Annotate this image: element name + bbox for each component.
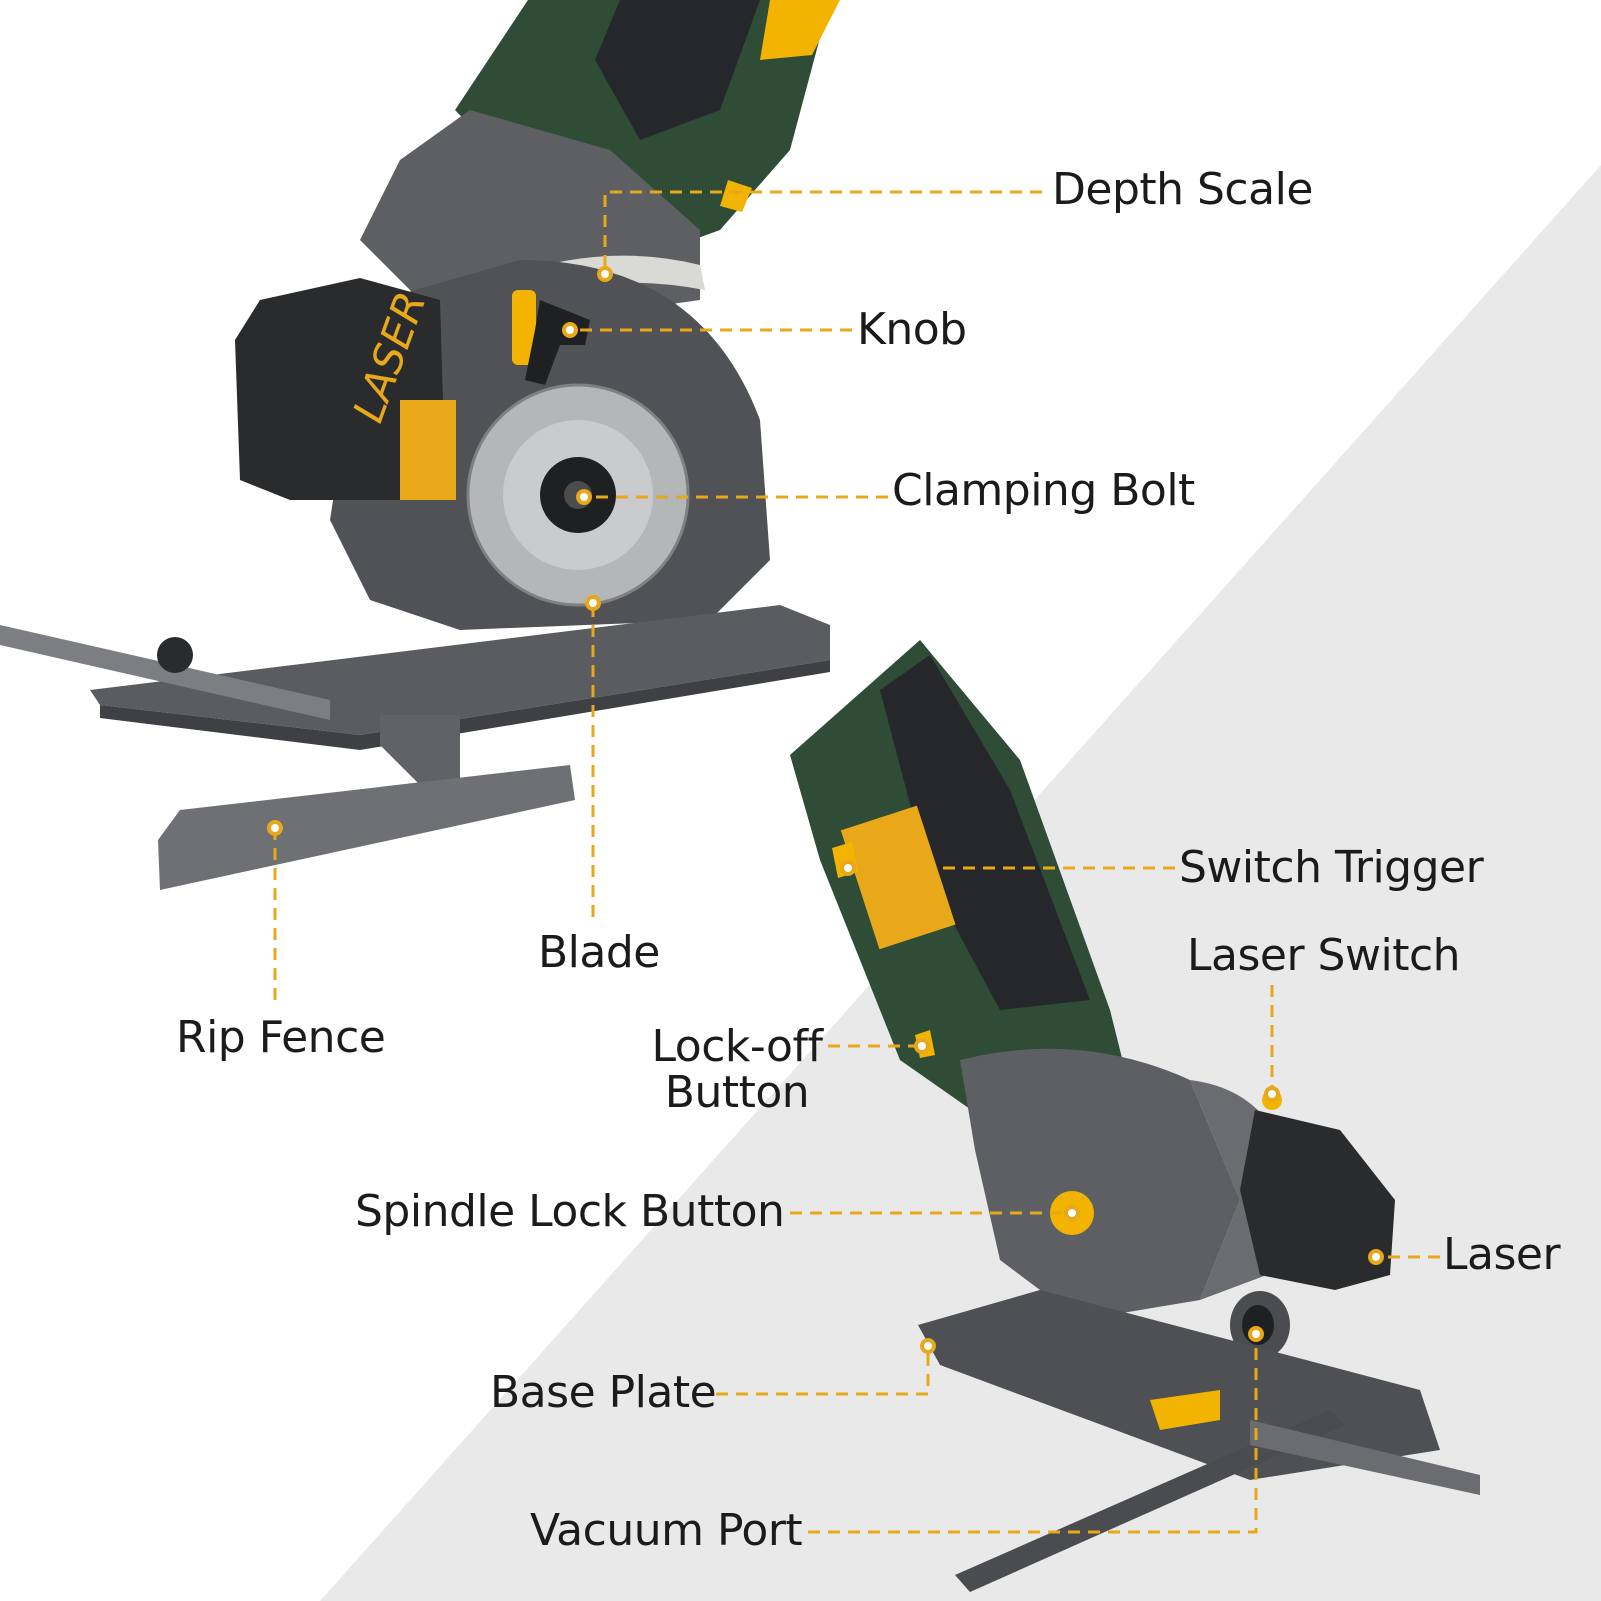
leader-lines — [273, 190, 1440, 1534]
dot-laser — [1368, 1249, 1384, 1265]
top-saw-fence-knob — [157, 637, 193, 673]
dot-lock-off-button — [914, 1038, 930, 1054]
dot-rip-fence — [267, 820, 283, 836]
label-rip-fence: Rip Fence — [176, 1012, 386, 1063]
top-saw-knob — [525, 300, 590, 385]
label-knob: Knob — [857, 304, 967, 355]
top-saw-illustration: LASER — [0, 0, 840, 890]
top-saw-base-plate-edge — [100, 660, 830, 750]
top-saw-handle-accent — [760, 0, 840, 60]
bottom-saw-illustration — [790, 640, 1480, 1592]
bottom-saw-fence-ruler — [955, 1410, 1345, 1592]
dot-base-plate — [920, 1338, 936, 1354]
bottom-saw-grip — [880, 655, 1090, 1010]
dot-knob — [562, 322, 578, 338]
top-saw-grip — [595, 0, 760, 140]
dot-depth-scale — [597, 266, 613, 282]
label-blade: Blade — [538, 927, 660, 978]
bottom-saw-gearbox — [960, 1048, 1240, 1320]
bottom-saw-base-sticker — [1150, 1390, 1220, 1430]
top-saw-rip-fence — [158, 765, 575, 890]
label-clamping-bolt: Clamping Bolt — [892, 465, 1195, 516]
leader-depth-scale — [603, 190, 1042, 274]
top-saw-trigger-tab — [720, 180, 752, 212]
bottom-saw-label-plate — [840, 805, 956, 950]
label-lock-off-button-line1: Lock-off — [651, 1021, 823, 1072]
leader-vacuum-port — [808, 1334, 1258, 1534]
dot-switch-trigger — [840, 860, 856, 876]
label-vacuum-port: Vacuum Port — [530, 1505, 803, 1556]
label-base-plate: Base Plate — [490, 1367, 717, 1418]
dot-blade — [585, 595, 601, 611]
bottom-saw-rip-fence — [1250, 1420, 1480, 1495]
label-laser-switch: Laser Switch — [1187, 930, 1461, 981]
dot-clamping-bolt — [576, 489, 592, 505]
dot-spindle-lock-button — [1064, 1205, 1080, 1221]
top-saw-laser-module — [235, 278, 445, 500]
label-lock-off-button: Lock-off Button — [632, 1024, 842, 1116]
top-saw-fence-bracket — [380, 715, 460, 800]
dot-laser-switch — [1264, 1086, 1280, 1102]
leader-base-plate — [716, 1346, 930, 1396]
label-lock-off-button-line2: Button — [664, 1067, 810, 1118]
label-laser: Laser — [1443, 1229, 1561, 1280]
top-saw-knob-lever — [512, 290, 536, 365]
top-saw-warning-sticker — [400, 400, 456, 500]
label-spindle-lock-button: Spindle Lock Button — [355, 1186, 785, 1237]
bottom-saw-laser-module — [1240, 1110, 1395, 1290]
label-depth-scale: Depth Scale — [1052, 164, 1313, 215]
label-switch-trigger: Switch Trigger — [1179, 842, 1484, 893]
callout-dots — [267, 266, 1384, 1354]
top-saw-fence-ruler — [0, 625, 330, 720]
dot-vacuum-port — [1248, 1326, 1264, 1342]
